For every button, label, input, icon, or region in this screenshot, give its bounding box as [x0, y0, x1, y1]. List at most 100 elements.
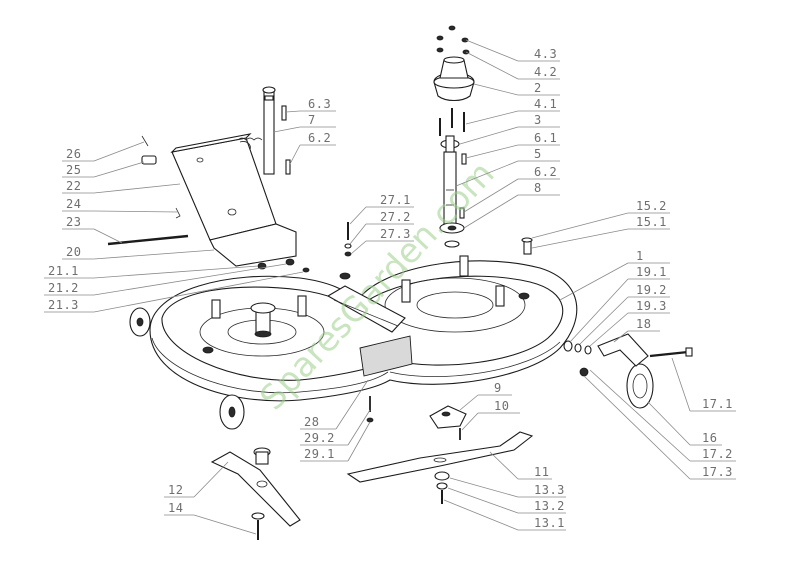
label-10: 10	[494, 399, 509, 413]
label-22: 22	[66, 179, 81, 193]
label-16: 16	[702, 431, 717, 445]
label-9: 9	[494, 381, 502, 395]
wheel-bracket-18	[597, 333, 649, 367]
washer-13-2	[436, 482, 448, 490]
callout-9: 9	[459, 381, 512, 411]
callout-6-1: 6.1	[465, 131, 560, 159]
hardware-29	[366, 396, 374, 423]
callout-24: 24	[62, 197, 179, 213]
callout-18: 18	[613, 317, 660, 343]
bushing-25	[141, 155, 157, 165]
label-1: 1	[636, 249, 644, 263]
label-13-2: 13.2	[534, 499, 565, 513]
clip-24	[175, 207, 181, 219]
label-5: 5	[534, 147, 542, 161]
callout-15-1: 15.1	[531, 215, 670, 249]
label-4-3: 4.3	[534, 47, 557, 61]
washer-13-3	[434, 471, 450, 481]
spring-assembly	[237, 137, 263, 141]
label-19-1: 19.1	[636, 265, 667, 279]
bolt-14	[251, 512, 265, 540]
bearing-8	[439, 222, 465, 248]
deck-wheel-left-rear	[129, 307, 151, 337]
callout-20: 20	[62, 245, 215, 260]
label-29-2: 29.2	[304, 431, 335, 445]
callout-5: 5	[455, 147, 560, 187]
blade-12-left	[210, 451, 301, 527]
label-21-3: 21.3	[48, 298, 79, 312]
callout-2: 2	[473, 81, 560, 96]
label-13-1: 13.1	[534, 516, 565, 530]
washer-set-19	[563, 340, 592, 377]
callout-17-3: 17.3	[583, 375, 736, 480]
spindle-left-lower	[253, 447, 271, 465]
label-25: 25	[66, 163, 81, 177]
callout-19-1: 19.1	[569, 265, 670, 343]
label-6-2-left: 6.2	[308, 131, 331, 145]
label-4-2: 4.2	[534, 65, 557, 79]
pin-26	[141, 135, 149, 147]
label-6-1: 6.1	[534, 131, 557, 145]
callout-28: 28	[300, 379, 369, 430]
callout-13-1: 13.1	[443, 499, 566, 531]
callout-12: 12	[164, 461, 229, 498]
part-labels: 4.3 4.2 2 4.1 3 6.1	[44, 39, 736, 535]
callout-19-2: 19.2	[579, 283, 670, 345]
label-21-2: 21.2	[48, 281, 79, 295]
fitting-15	[521, 237, 533, 255]
anti-scalp-wheel-16	[626, 363, 654, 409]
label-23: 23	[66, 215, 81, 229]
label-14: 14	[168, 501, 183, 515]
label-27-3: 27.3	[380, 227, 411, 241]
callout-11: 11	[489, 451, 552, 480]
label-26: 26	[66, 147, 81, 161]
callout-13-3: 13.3	[449, 477, 566, 498]
label-8: 8	[534, 181, 542, 195]
pin-6-2-left	[285, 159, 291, 175]
callout-7: 7	[273, 113, 336, 133]
callout-27-2: 27.2	[349, 210, 414, 245]
nuts-4-2-4-3	[436, 25, 470, 55]
label-17-1: 17.1	[702, 397, 733, 411]
label-15-2: 15.2	[636, 199, 667, 213]
label-29-1: 29.1	[304, 447, 335, 461]
label-27-2: 27.2	[380, 210, 411, 224]
callout-27-1: 27.1	[349, 193, 414, 225]
callout-25: 25	[62, 161, 145, 178]
label-11: 11	[534, 465, 549, 479]
callout-29-2: 29.2	[300, 409, 371, 446]
callout-14: 14	[164, 501, 257, 535]
label-19-3: 19.3	[636, 299, 667, 313]
callout-21-2: 21.2	[44, 263, 287, 296]
bolts-4-1	[439, 108, 465, 136]
idler-shaft-7	[262, 86, 276, 175]
label-4-1: 4.1	[534, 97, 557, 111]
callout-6-3: 6.3	[285, 97, 336, 113]
callout-16: 16	[647, 401, 722, 446]
callout-17-1: 17.1	[671, 357, 736, 412]
callout-15-2: 15.2	[531, 199, 670, 239]
spindle-shaft-5	[443, 135, 457, 225]
label-19-2: 19.2	[636, 283, 667, 297]
label-28: 28	[304, 415, 319, 429]
label-13-3: 13.3	[534, 483, 565, 497]
callout-1: 1	[559, 249, 670, 301]
label-17-3: 17.3	[702, 465, 733, 479]
blade-adapter-9	[429, 405, 467, 429]
key-6-1	[461, 153, 467, 165]
label-2: 2	[534, 81, 542, 95]
callout-21-1: 21.1	[44, 264, 259, 279]
callout-23: 23	[62, 215, 123, 244]
callout-3: 3	[459, 113, 560, 145]
label-18: 18	[636, 317, 651, 331]
label-7: 7	[308, 113, 316, 127]
pin-6-3	[281, 105, 287, 121]
label-27-1: 27.1	[380, 193, 411, 207]
callout-22: 22	[62, 179, 181, 194]
bolt-17-1	[649, 347, 693, 358]
callout-10: 10	[461, 399, 520, 431]
mower-deck-housing	[149, 255, 578, 402]
callout-19-3: 19.3	[589, 299, 670, 347]
